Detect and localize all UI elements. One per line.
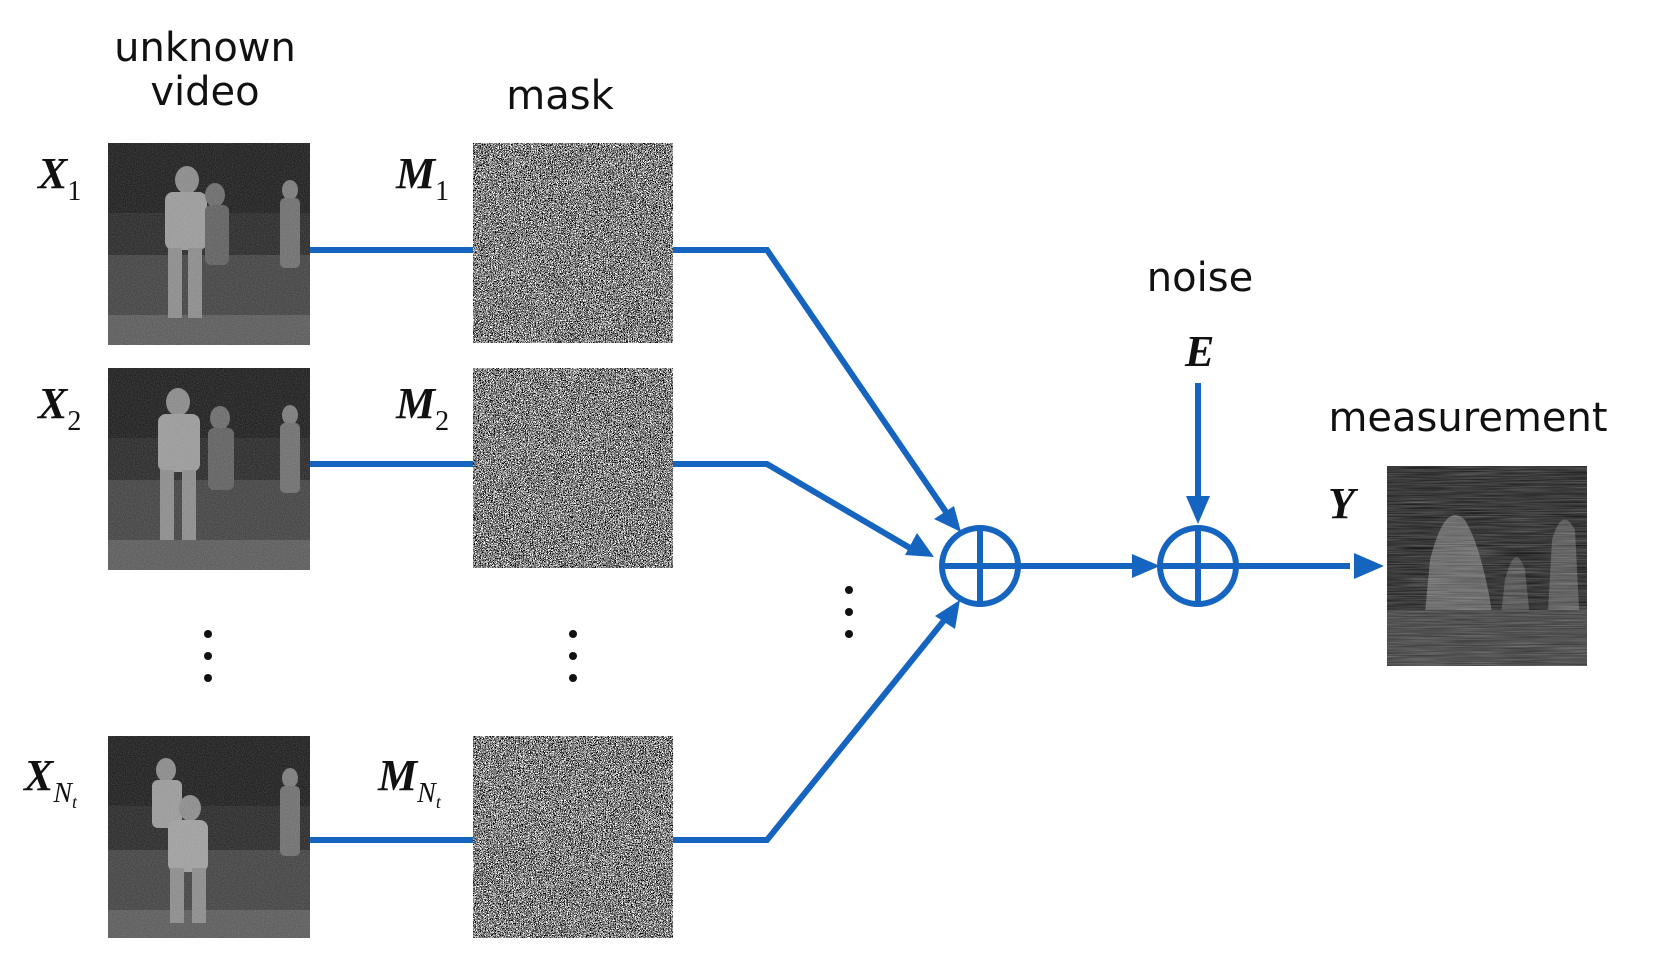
m2-label: M2: [396, 379, 450, 438]
mask-ellipsis: [568, 630, 578, 696]
video-label: unknown video: [114, 25, 296, 115]
measurement-label: measurement: [1328, 395, 1608, 441]
noise-label: noise: [1146, 255, 1254, 301]
sum-ellipsis: [844, 586, 854, 652]
sum-node-1: [939, 525, 1021, 607]
arrow-m1-sum: [673, 247, 949, 514]
video-frame-n: [108, 736, 310, 938]
noise-e-label: E: [1185, 327, 1215, 376]
arrowhead-m2: [905, 533, 934, 557]
measurement-y-label: Y: [1328, 479, 1355, 528]
video-ellipsis: [203, 630, 213, 696]
arrowhead-m1: [934, 506, 961, 532]
arrow-m2-sum: [673, 461, 912, 551]
mn-label: MNt: [378, 751, 441, 813]
arrowhead-mn: [935, 600, 960, 629]
arrow-mn-sum: [673, 616, 949, 843]
video-frame-2: [108, 368, 310, 570]
arrowhead-measurement: [1354, 553, 1384, 579]
x2-label: X2: [38, 379, 82, 438]
mask-n: [473, 736, 673, 938]
video-frame-1: [108, 143, 310, 345]
m1-label: M1: [396, 149, 450, 208]
mask-1: [473, 143, 673, 343]
arrowhead-sum-sum: [1132, 554, 1160, 578]
mask-2: [473, 368, 673, 568]
sum-node-2: [1157, 525, 1239, 607]
arrowhead-noise: [1186, 496, 1210, 524]
mask-label: mask: [506, 73, 614, 119]
measurement-image: [1387, 466, 1587, 666]
x1-label: X1: [38, 149, 82, 208]
xn-label: XNt: [24, 751, 78, 813]
